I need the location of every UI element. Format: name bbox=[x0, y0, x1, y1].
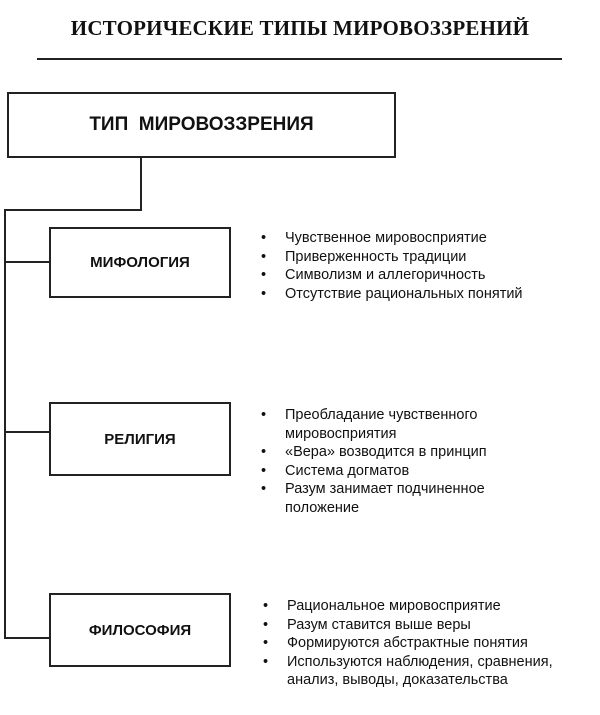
type-box-mythology: МИФОЛОГИЯ bbox=[49, 227, 231, 298]
connector bbox=[4, 261, 50, 263]
list-item: Приверженность традиции bbox=[261, 248, 581, 267]
list-item: Символизм и аллегоричность bbox=[261, 266, 581, 285]
list-item: Чувственное мировосприятие bbox=[261, 229, 581, 248]
list-item: Разум занимает подчиненное положение bbox=[261, 480, 526, 517]
list-item: Разум ставится выше веры bbox=[263, 616, 583, 635]
list-item: Формируются абстрактные понятия bbox=[263, 634, 583, 653]
philosophy-features: Рациональное мировосприятие Разум ставит… bbox=[263, 597, 583, 690]
connector-trunk bbox=[4, 209, 6, 639]
mythology-features: Чувственное мировосприятие Приверженност… bbox=[261, 229, 581, 303]
diagram-title: ИСТОРИЧЕСКИЕ ТИПЫ МИРОВОЗЗРЕНИЙ bbox=[70, 16, 530, 40]
list-item: Система догматов bbox=[261, 462, 526, 481]
list-item: «Вера» возводится в принцип bbox=[261, 443, 526, 462]
list-item: Преобладание чувственного мировосприятия bbox=[261, 406, 526, 443]
connector bbox=[4, 209, 142, 211]
connector bbox=[4, 431, 50, 433]
title-underline bbox=[37, 58, 562, 60]
religion-features: Преобладание чувственного мировосприятия… bbox=[261, 406, 526, 517]
connector bbox=[140, 158, 142, 210]
list-item: Рациональное мировосприятие bbox=[263, 597, 583, 616]
list-item: Отсутствие рациональных понятий bbox=[261, 285, 581, 304]
root-box: ТИП МИРОВОЗЗРЕНИЯ bbox=[7, 92, 396, 158]
type-box-religion: РЕЛИГИЯ bbox=[49, 402, 231, 476]
connector bbox=[4, 637, 50, 639]
type-box-philosophy: ФИЛОСОФИЯ bbox=[49, 593, 231, 667]
list-item: Используются наблюдения, сравнения, анал… bbox=[263, 653, 583, 690]
